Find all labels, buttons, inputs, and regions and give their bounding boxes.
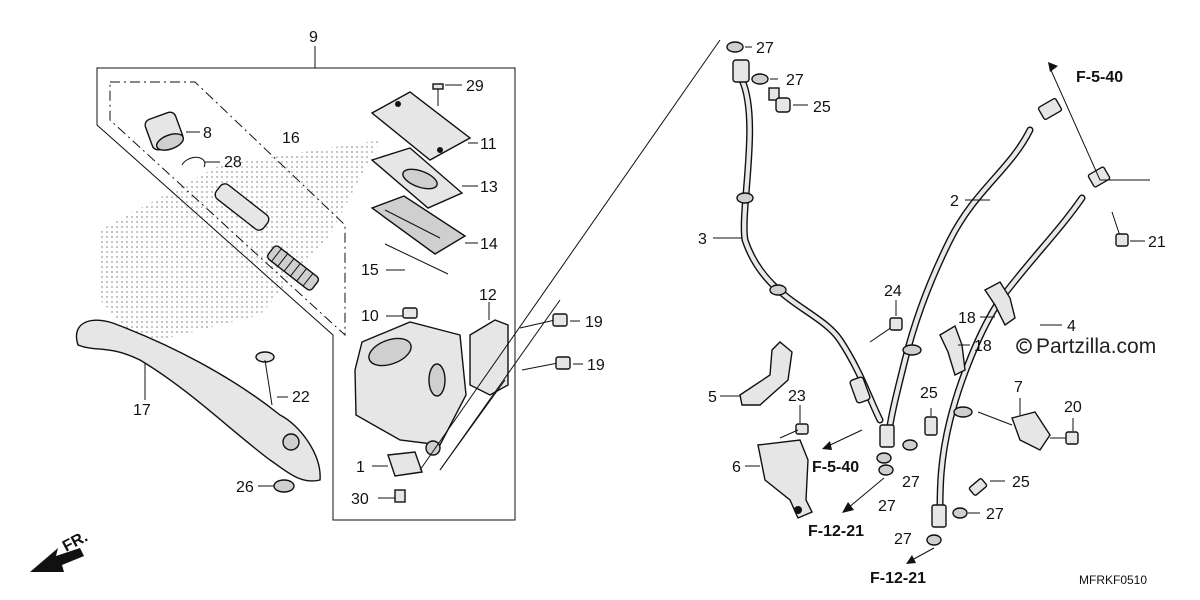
callout-15: 15 (361, 262, 379, 279)
bolt-part-25b (924, 408, 938, 436)
callout-18b: 18 (974, 338, 992, 355)
bracket-part-6 (745, 439, 813, 519)
clamp-part-18b (939, 324, 970, 376)
callout-19a: 19 (585, 314, 603, 331)
nut-part-26 (258, 479, 295, 493)
callout-27b: 27 (786, 72, 804, 89)
clamp-part-18a (980, 281, 1016, 327)
bolt-part-21 (1111, 211, 1145, 247)
diagram-code: MFRKF0510 (1079, 573, 1147, 587)
bolt-part-10 (386, 307, 418, 319)
ref-f-5-40-top: F-5-40 (1076, 69, 1123, 86)
brake-lever-part-17 (75, 319, 321, 482)
callout-20: 20 (1064, 399, 1082, 416)
screw-part-30 (378, 489, 406, 503)
circlip-part-28 (181, 156, 220, 168)
bolt-part-19a (519, 313, 580, 329)
callout-25b: 25 (920, 385, 938, 402)
washers-part-27 (726, 41, 980, 546)
callout-30: 30 (351, 491, 369, 508)
callout-29: 29 (466, 78, 484, 95)
cap-plate-part-13 (370, 147, 478, 209)
bolt-part-25a (768, 87, 808, 113)
callout-1: 1 (356, 459, 365, 476)
master-cylinder-body (354, 321, 467, 456)
ref-arrows (822, 429, 935, 564)
bracket-part-5 (720, 341, 793, 406)
callout-21: 21 (1148, 234, 1166, 251)
callout-14: 14 (480, 236, 498, 253)
callout-6: 6 (732, 459, 741, 476)
cup-part-8 (144, 111, 200, 151)
callout-19b: 19 (587, 357, 605, 374)
callout-26: 26 (236, 479, 254, 496)
bolt-part-20 (1050, 418, 1079, 445)
copyright-c (1019, 341, 1028, 351)
callout-9: 9 (309, 29, 318, 46)
front-direction-label: FR. (60, 528, 91, 555)
bolt-part-23 (779, 405, 809, 439)
callout-11: 11 (480, 136, 497, 153)
callout-22: 22 (292, 389, 310, 406)
switch-part-1 (372, 451, 423, 477)
callout-25c: 25 (1012, 474, 1030, 491)
copyright-icon (1016, 338, 1032, 354)
ref-f-12-21-mid: F-12-21 (808, 523, 864, 540)
callout-27e: 27 (986, 506, 1004, 523)
bolt-part-25c (968, 478, 1005, 496)
ref-f-5-40-mid: F-5-40 (812, 459, 859, 476)
callout-18a: 18 (958, 310, 976, 327)
callout-4: 4 (1067, 318, 1076, 335)
ref-f-12-21-bottom: F-12-21 (870, 570, 926, 587)
callout-27a: 27 (756, 40, 774, 57)
callout-3: 3 (698, 231, 707, 248)
bracket-part-7 (977, 398, 1051, 451)
callout-8: 8 (203, 125, 212, 142)
callout-7: 7 (1014, 379, 1023, 396)
brake-hose-part-2 (879, 97, 1063, 448)
callout-27d: 27 (878, 498, 896, 515)
callout-5: 5 (708, 389, 717, 406)
bolt-part-19b (521, 356, 583, 371)
reservoir-cap-part-11 (370, 91, 478, 161)
callout-12: 12 (479, 287, 497, 304)
callout-10: 10 (361, 308, 379, 325)
callout-16: 16 (282, 130, 300, 147)
holder-part-12 (469, 302, 509, 396)
assembly-outline (96, 46, 516, 521)
callout-17: 17 (133, 402, 151, 419)
brake-hose-part-3 (713, 59, 884, 424)
front-direction-arrow (30, 548, 84, 572)
callout-25a: 25 (813, 99, 831, 116)
bolt-part-24 (869, 300, 903, 343)
callout-24: 24 (884, 283, 902, 300)
screw-part-29 (432, 83, 462, 106)
piston-part (214, 183, 320, 291)
callout-27c: 27 (902, 474, 920, 491)
pivot-bolt-part-22 (255, 351, 288, 406)
seal-part-15 (384, 243, 449, 275)
watermark: Partzilla.com (1036, 335, 1156, 358)
callout-27f: 27 (894, 531, 912, 548)
diaphragm-part-14 (370, 195, 478, 255)
callout-28: 28 (224, 154, 242, 171)
callout-13: 13 (480, 179, 498, 196)
callout-23: 23 (788, 388, 806, 405)
callout-2: 2 (950, 193, 959, 210)
